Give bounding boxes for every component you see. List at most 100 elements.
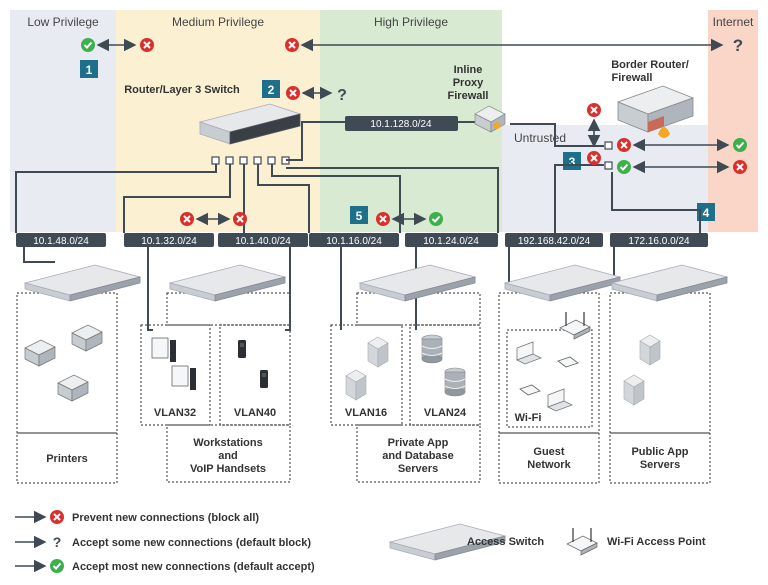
- vlan32-box: [140, 324, 211, 426]
- group-label-printers: Printers: [46, 453, 88, 465]
- group-label-wifi: Wi-Fi: [515, 412, 542, 424]
- public-label-box: [609, 432, 711, 484]
- tablet-icon: [519, 384, 541, 396]
- group-label-vlan32: VLAN32: [154, 407, 196, 419]
- group-label-public-2: Servers: [640, 459, 680, 471]
- svg-text:172.16.0.0/24: 172.16.0.0/24: [628, 236, 690, 247]
- workstation-icon: [151, 337, 176, 362]
- marker-4: 4: [697, 203, 715, 221]
- marker-2: 2: [262, 80, 280, 98]
- access-switch: [24, 264, 141, 302]
- svg-text:2: 2: [268, 83, 275, 97]
- group-label-private-3: Servers: [398, 463, 438, 475]
- block-icon: [139, 37, 155, 53]
- subnet-label-40: 10.1.40.0/24: [218, 233, 308, 247]
- group-label-workstations-1: Workstations: [193, 437, 262, 449]
- question-mark: ?: [733, 36, 743, 55]
- printers-box: [16, 292, 118, 434]
- zone-title-low: Low Privilege: [27, 15, 99, 29]
- svg-text:3: 3: [569, 155, 576, 169]
- database-icon: [421, 334, 443, 364]
- svg-text:10.1.128.0/24: 10.1.128.0/24: [370, 119, 432, 130]
- group-label-private-1: Private App: [388, 437, 449, 449]
- subnet-label-16: 10.1.16.0/24: [309, 233, 399, 247]
- access-switch: [504, 264, 621, 302]
- accept-icon: [428, 211, 444, 227]
- public-box: [609, 292, 711, 434]
- block-icon: [616, 137, 632, 153]
- group-label-guest-1: Guest: [533, 446, 565, 458]
- router-label: Router/Layer 3 Switch: [124, 84, 240, 96]
- server-icon: [345, 369, 367, 401]
- marker-5: 5: [350, 206, 368, 224]
- block-icon: [732, 159, 748, 175]
- wifi-box: [506, 329, 593, 428]
- accept-icon: [616, 159, 632, 175]
- block-icon: [179, 211, 195, 227]
- proxy-label-1: Inline: [454, 64, 483, 76]
- server-icon: [623, 374, 645, 406]
- legend-most-text: Accept most new connections (default acc…: [72, 561, 315, 573]
- zone-title-medium: Medium Privilege: [172, 15, 264, 29]
- vlan16-box: [330, 324, 403, 426]
- group-label-workstations-2: and: [218, 450, 238, 462]
- zone-title-internet: Internet: [713, 15, 754, 29]
- wifi-access-point-icon: [559, 312, 591, 340]
- block-icon: [285, 85, 301, 101]
- proxy-firewall-device: [474, 105, 506, 133]
- printer-icon: [24, 339, 56, 367]
- workstation-icon: [171, 365, 196, 390]
- block-icon: [586, 150, 602, 166]
- server-icon: [367, 336, 389, 368]
- access-switch: [359, 264, 476, 302]
- group-label-workstations-3: VoIP Handsets: [190, 463, 266, 475]
- voip-phone-icon: [260, 370, 268, 388]
- legend-wifi-ap-text: Wi-Fi Access Point: [607, 536, 706, 548]
- laptop-icon: [516, 341, 542, 365]
- subnet-label-48: 10.1.48.0/24: [16, 233, 106, 247]
- subnet-label-24: 10.1.24.0/24: [405, 233, 498, 247]
- guest-label-box: [498, 432, 600, 484]
- proxy-label-3: Firewall: [448, 90, 489, 102]
- group-label-vlan16: VLAN16: [345, 407, 387, 419]
- svg-text:4: 4: [703, 206, 710, 220]
- accept-icon: [732, 137, 748, 153]
- svg-text:10.1.24.0/24: 10.1.24.0/24: [423, 236, 479, 247]
- access-switch: [611, 264, 728, 302]
- svg-text:10.1.16.0/24: 10.1.16.0/24: [326, 236, 382, 247]
- group-label-guest-2: Network: [527, 459, 571, 471]
- legend: Prevent new connections (block all) ? Ac…: [15, 509, 706, 574]
- tablet-icon: [557, 356, 579, 368]
- svg-text:10.1.48.0/24: 10.1.48.0/24: [33, 236, 89, 247]
- svg-text:10.1.40.0/24: 10.1.40.0/24: [235, 236, 291, 247]
- legend-question-mark: ?: [53, 534, 62, 550]
- border-label-2: Firewall: [612, 72, 653, 84]
- proxy-label-2: Proxy: [453, 77, 484, 89]
- legend-some-text: Accept some new connections (default blo…: [72, 537, 311, 549]
- marker-1: 1: [80, 60, 98, 78]
- zone-title-untrusted: Untrusted: [514, 131, 566, 145]
- group-label-vlan24: VLAN24: [424, 407, 467, 419]
- svg-text:10.1.32.0/24: 10.1.32.0/24: [141, 236, 197, 247]
- laptop-icon: [547, 388, 573, 412]
- block-icon: [49, 509, 65, 525]
- server-icon: [639, 334, 661, 366]
- question-mark: ?: [337, 87, 347, 104]
- block-icon: [284, 37, 300, 53]
- accept-icon: [49, 558, 65, 574]
- group-label-private-2: and Database: [382, 450, 454, 462]
- block-icon: [586, 102, 602, 118]
- subnet-label-192: 192.168.42.0/24: [505, 233, 603, 247]
- svg-text:5: 5: [356, 209, 363, 223]
- printer-icon: [71, 324, 103, 352]
- group-label-public-1: Public App: [631, 446, 688, 458]
- workstations-label-box: [166, 424, 291, 483]
- printers-label-box: [16, 432, 118, 484]
- subnet-label-128: 10.1.128.0/24: [345, 116, 458, 131]
- low-privilege-zone: [10, 10, 116, 232]
- printer-icon: [57, 374, 89, 402]
- subnet-label-172: 172.16.0.0/24: [610, 233, 708, 247]
- block-icon: [375, 211, 391, 227]
- voip-phone-icon: [238, 340, 246, 358]
